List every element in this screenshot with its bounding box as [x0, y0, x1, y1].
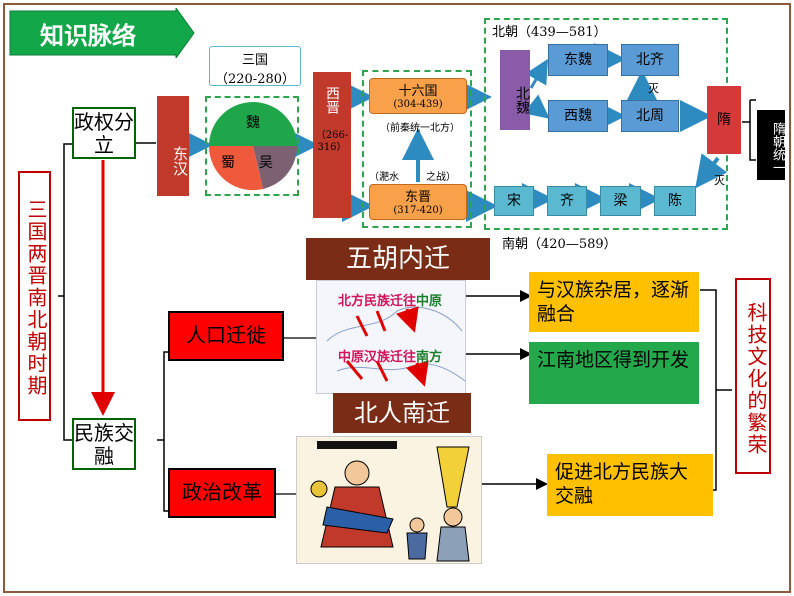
wu-label: 吴: [259, 155, 273, 171]
three-kingdoms-label-box: 三国 （220-280）: [209, 46, 301, 87]
jin-dashed-frame: [362, 70, 472, 228]
xiwei-box: 西魏: [548, 100, 608, 132]
beiwei-box: 北魏: [500, 50, 530, 130]
migration-line-1-b: 中原: [416, 294, 443, 309]
reform-illustration: [296, 436, 482, 564]
three-kingdoms-years: （220-280）: [214, 72, 296, 87]
migration-line-1: 北方民族迁往中原: [338, 290, 442, 309]
dongwei-box: 东魏: [548, 44, 608, 76]
wei-label: 魏: [246, 115, 260, 131]
donghan-box: 东汉: [157, 96, 189, 196]
migration-line-2-a: 中原汉族迁往: [338, 350, 417, 365]
beiqi-box: 北齐: [621, 44, 679, 76]
banner-title: 知识脉络: [40, 22, 136, 50]
migration-line-2-b: 南方: [416, 350, 443, 365]
feishui-left: （淝水: [369, 172, 399, 183]
outer-frame: [3, 3, 791, 593]
northern-dynasties-label: 北朝（439—581）: [492, 25, 607, 40]
reform-figures-drawing: [310, 441, 470, 562]
mie-label-1: 灭: [648, 82, 659, 95]
song-box: 宋: [494, 186, 534, 216]
shu-slice: [208, 146, 263, 191]
southern-dynasties-label: 南朝（420—589）: [502, 237, 617, 252]
three-kingdoms-pie: [208, 102, 298, 191]
xijin-box: 西晋 （266-316）: [313, 72, 351, 218]
migration-line-1-a: 北方民族迁往: [338, 294, 417, 309]
political-reform-box: 政治改革: [168, 468, 276, 518]
beizhou-box: 北周: [621, 100, 679, 132]
ethnic-fusion-box: 民族交融: [72, 418, 136, 470]
wei-slice: [209, 102, 297, 146]
result-jiangnan-development: 江南地区得到开发: [529, 342, 699, 404]
mie-label-2: 灭: [714, 174, 725, 187]
sixteen-label: 十六国: [398, 84, 438, 99]
liang-box: 梁: [600, 186, 641, 216]
shu-label: 蜀: [221, 155, 235, 171]
dongjin-years: (317-420): [393, 205, 443, 216]
dongjin-label: 东晋: [404, 190, 431, 205]
migration-map: [316, 280, 466, 394]
map-outline: [326, 281, 466, 395]
migration-line-2: 中原汉族迁往南方: [338, 346, 442, 365]
dongjin-box: 东晋 (317-420): [369, 184, 467, 220]
regime-split-box: 政权分立: [72, 107, 136, 159]
era-label: 三国两晋南北朝时期: [18, 171, 51, 421]
xijin-label: 西晋: [324, 86, 340, 114]
population-migration-box: 人口迁徙: [168, 311, 284, 361]
wu-slice: [253, 146, 298, 189]
chen-box: 陈: [654, 186, 696, 216]
qianqin-note: （前秦统一北方）: [380, 123, 460, 134]
result-mixed-living: 与汉族杂居，逐渐融合: [529, 272, 699, 332]
banner-arrow-shape: [9, 8, 195, 58]
sui-unify-label: 隋朝统一: [757, 110, 785, 180]
three-kingdoms-title: 三国: [241, 53, 268, 68]
qi-box: 齐: [547, 186, 587, 216]
result-ethnic-fusion: 促进北方民族大交融: [547, 454, 713, 516]
wuhu-title: 五胡内迁: [306, 238, 490, 280]
sixteen-kingdoms-box: 十六国 (304-439): [369, 78, 467, 114]
science-culture-label: 科技文化的繁荣: [735, 278, 771, 474]
sui-box: 隋: [707, 86, 741, 154]
north-to-south-title: 北人南迁: [333, 393, 471, 433]
three-kingdoms-dashed-frame: [205, 96, 299, 196]
feishui-right: 之战）: [426, 172, 456, 183]
sixteen-years: (304-439): [393, 99, 443, 110]
xijin-years: （266-316）: [315, 130, 349, 153]
